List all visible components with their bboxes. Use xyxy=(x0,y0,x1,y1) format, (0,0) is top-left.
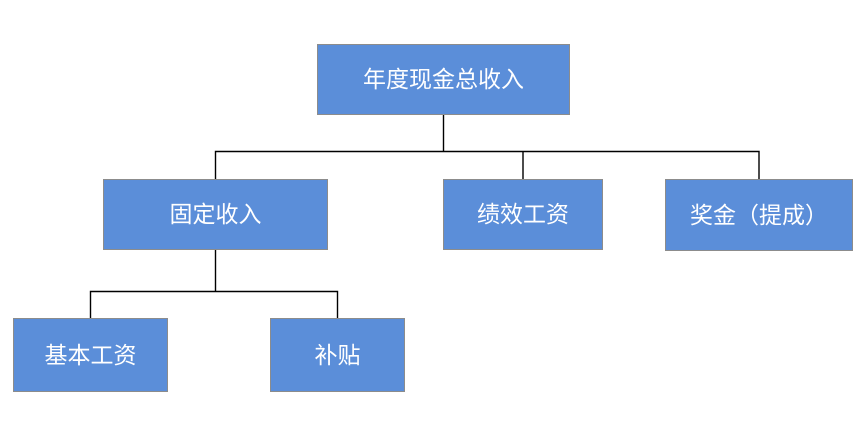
node-label: 绩效工资 xyxy=(477,201,569,227)
node-subsidy: 补贴 xyxy=(270,318,405,392)
node-label: 补贴 xyxy=(314,341,361,368)
node-label: 基本工资 xyxy=(44,341,137,368)
node-annual-cash-income: 年度现金总收入 xyxy=(317,44,570,115)
node-fixed-income: 固定收入 xyxy=(103,179,328,250)
connector-level3-bracket xyxy=(89,290,339,318)
node-label: 固定收入 xyxy=(169,201,262,227)
node-base-salary: 基本工资 xyxy=(13,318,168,392)
node-performance-salary: 绩效工资 xyxy=(443,179,603,250)
node-label: 年度现金总收入 xyxy=(363,66,524,92)
node-label: 奖金（提成） xyxy=(690,201,828,228)
connector-level2-bracket xyxy=(214,150,760,179)
node-bonus-commission: 奖金（提成） xyxy=(665,179,853,251)
